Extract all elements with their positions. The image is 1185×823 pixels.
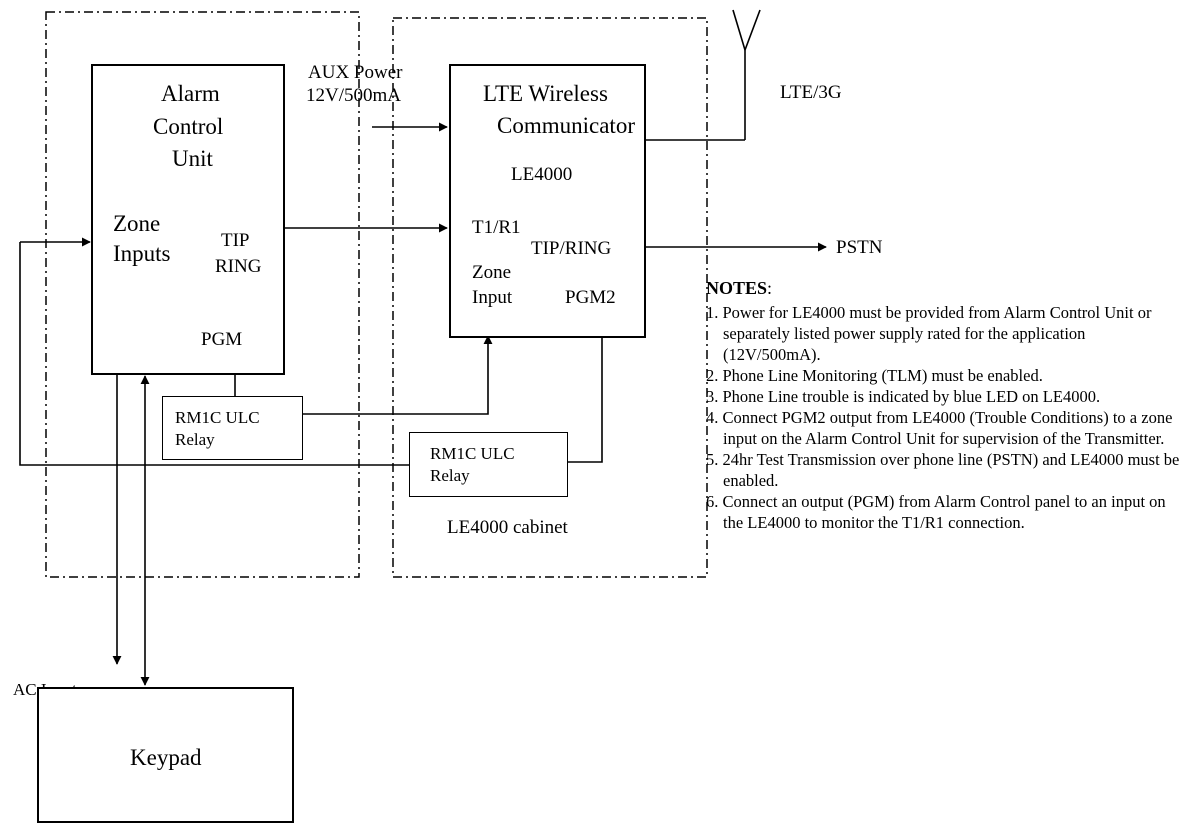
relay-right-line-1: RM1C ULC [430,444,515,463]
tip-ring-label: TIP/RING [531,238,612,259]
aux-power-line-2: 12V/500mA [306,85,401,106]
alarm-cabinet-outline [45,11,360,578]
relay-left-box: RM1C ULC Relay [162,396,303,460]
zone-inputs-line-2: Inputs [113,241,171,266]
acu-title-line-3: Unit [172,146,213,171]
keypad-label: Keypad [130,745,202,770]
note-item: 5. 24hr Test Transmission over phone lin… [706,450,1180,490]
notes-heading: NOTES: [706,278,1185,299]
lte-communicator-box: LTE Wireless Communicator LE4000 T1/R1 T… [449,64,646,338]
note-item: 4. Connect PGM2 output from LE4000 (Trou… [706,408,1173,448]
relay-right-box: RM1C ULC Relay [409,432,568,497]
lte-3g-label: LTE/3G [780,82,842,103]
communicator-title-line-2: Communicator [497,113,635,138]
zone-input-line-1: Zone [472,262,512,283]
relay-to-zone-input-arrow [302,335,493,415]
pgm-label: PGM [201,329,243,350]
acu-title-line-2: Control [153,114,224,139]
note-item: 3. Phone Line trouble is indicated by bl… [706,387,1101,406]
le4000-cabinet-label: LE4000 cabinet [447,517,568,538]
zone-input-line-2: Input [472,287,513,308]
zone-inputs-line-1: Zone [113,211,161,236]
antenna-icon [732,9,761,140]
communicator-model: LE4000 [511,164,573,185]
notes-heading-text: NOTES [706,278,768,298]
ring-label: RING [215,256,262,277]
relay-right-line-2: Relay [430,466,470,485]
tip-label: TIP [221,230,250,251]
zone-supervision-wire [19,242,410,466]
pgm2-label: PGM2 [565,287,616,308]
keypad-box: Keypad [37,687,294,823]
note-item: 6. Connect an output (PGM) from Alarm Co… [706,492,1166,532]
note-item: 2. Phone Line Monitoring (TLM) must be e… [706,366,1043,385]
relay-left-line-2: Relay [175,430,215,449]
note-item: 1. Power for LE4000 must be provided fro… [706,303,1152,364]
alarm-control-unit-box: Alarm Control Unit Zone Inputs TIP RING … [91,64,285,375]
notes-panel: NOTES: 1. Power for LE4000 must be provi… [706,278,1185,533]
pgm2-to-relay-wire [567,338,603,463]
le4000-cabinet-outline [392,17,708,578]
acu-title-line-1: Alarm [161,81,220,106]
pstn-label: PSTN [836,237,883,258]
communicator-title-line-1: LTE Wireless [483,81,608,106]
notes-heading-colon: : [767,278,773,298]
t1r1-label: T1/R1 [472,217,521,238]
relay-left-line-1: RM1C ULC [175,408,260,427]
aux-power-line-1: AUX Power [308,62,403,83]
